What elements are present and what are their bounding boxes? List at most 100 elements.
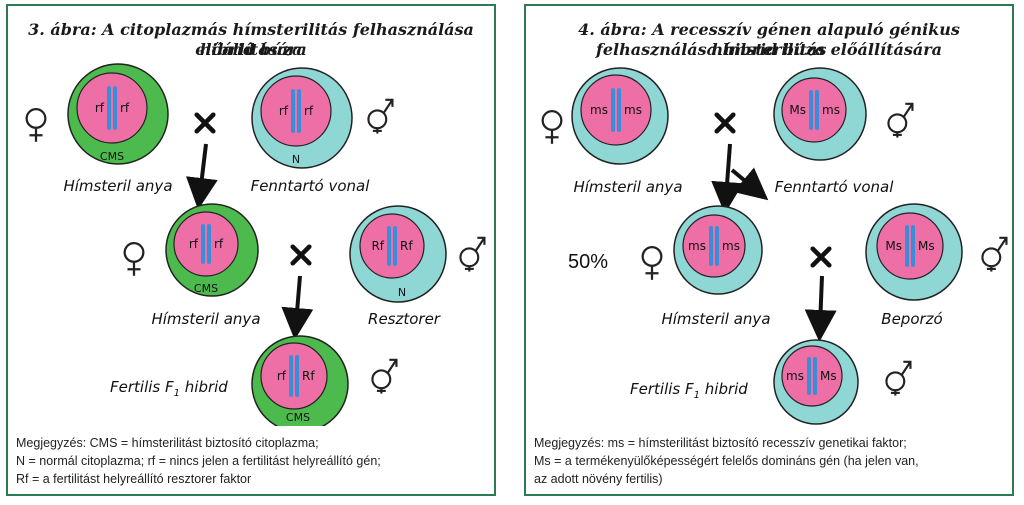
- chromosome: [715, 226, 719, 266]
- label-mother2: Hímsteril anya: [661, 310, 770, 328]
- gene-left: ms: [786, 369, 804, 383]
- nucleus: [260, 342, 328, 410]
- cross-icon: [197, 115, 214, 132]
- ring-label: CMS: [100, 150, 124, 163]
- nucleus: [359, 213, 425, 279]
- chromosome: [815, 90, 819, 130]
- arrow: [804, 275, 837, 342]
- label-restorer: Resztorer: [368, 310, 441, 328]
- figure-3-panel: 3. ábra: A citoplazmás hímsterilitás fel…: [6, 4, 496, 496]
- nucleus: [682, 214, 746, 278]
- nucleus: [173, 211, 239, 277]
- nucleus: [260, 75, 332, 147]
- note-line: N = normál citoplazma; rf = nincs jelen …: [16, 454, 381, 468]
- chromosome: [295, 355, 299, 397]
- cell-restorer-n: Rf Rf N: [349, 205, 447, 303]
- male-symbol-icon: [981, 236, 1008, 272]
- cross-icon: [717, 115, 734, 132]
- chromosome: [113, 86, 117, 130]
- cell-pollinator: Ms Ms: [865, 203, 963, 301]
- chromosome: [617, 88, 621, 132]
- note-line: Megjegyzés: CMS = hímsterilitást biztosí…: [16, 436, 319, 450]
- chromosome: [611, 88, 615, 132]
- gene-right: ms: [822, 103, 840, 117]
- arrow: [281, 275, 314, 340]
- chromosome: [289, 355, 293, 397]
- female-symbol-icon: [123, 241, 145, 277]
- male-symbol-icon: [887, 102, 914, 138]
- gene-right: rf: [304, 104, 314, 118]
- label-maintainer: Fenntartó vonal: [251, 177, 371, 195]
- label-maintainer: Fenntartó vonal: [775, 178, 895, 196]
- gene-right: Ms: [918, 239, 935, 253]
- gene-left: rf: [277, 369, 287, 383]
- gene-right: rf: [120, 101, 130, 115]
- gene-left: rf: [279, 104, 289, 118]
- gene-left: rf: [189, 237, 199, 251]
- note-line: Megjegyzés: ms = hímsterilitást biztosít…: [534, 436, 907, 450]
- gene-left: ms: [590, 103, 608, 117]
- cell-mother-cms: rf rf CMS: [67, 63, 169, 165]
- chromosome: [387, 226, 391, 266]
- chromosome: [809, 90, 813, 130]
- figure-4-diagram: ms ms Hímsteril anya Ms ms Fenntartó von…: [541, 67, 1008, 425]
- figure-3-title-line2: előállítására: [195, 40, 307, 59]
- figure-4-title-line2: felhasználása hibrid búza előállítására: [595, 40, 943, 59]
- figure-3-title-line1: 3. ábra: A citoplazmás hímsterilitás fel…: [28, 20, 474, 59]
- gene-right: Rf: [302, 369, 315, 383]
- note-line: az adott növény fertilis): [534, 472, 663, 486]
- chromosome: [291, 89, 295, 133]
- chromosome: [911, 225, 915, 267]
- chromosome: [905, 225, 909, 267]
- nucleus: [781, 77, 847, 143]
- female-symbol-icon: [541, 109, 563, 145]
- nucleus: [781, 345, 843, 407]
- arrow: [730, 167, 769, 201]
- cell-mother2-cms: rf rf CMS: [165, 203, 259, 297]
- cross-icon: [813, 249, 830, 266]
- figure-4-panel: 4. ábra: A recesszív génen alapuló génik…: [524, 4, 1014, 496]
- label-hybrid: Fertilis F1 hibrid: [110, 378, 228, 399]
- chromosome: [393, 226, 397, 266]
- chromosome: [207, 224, 211, 264]
- label-mother: Hímsteril anya: [63, 177, 172, 195]
- male-symbol-icon: [885, 360, 912, 396]
- gene-left: ms: [688, 239, 706, 253]
- male-symbol-icon: [367, 98, 394, 134]
- gene-left: Rf: [371, 239, 384, 253]
- male-symbol-icon: [371, 358, 398, 394]
- ring-label: CMS: [286, 411, 310, 424]
- ring-label: CMS: [194, 282, 218, 295]
- ring-label: N: [292, 153, 300, 166]
- gene-left: Ms: [789, 103, 806, 117]
- cell-maintainer-n: rf rf N: [251, 67, 353, 169]
- gene-left: rf: [95, 101, 105, 115]
- arrow: [186, 143, 218, 210]
- cell-hybrid: ms Ms: [773, 339, 859, 425]
- cell-mother: ms ms: [571, 67, 669, 165]
- chromosome: [709, 226, 713, 266]
- cell-hybrid-cms: rf Rf CMS: [251, 335, 349, 426]
- female-symbol-icon: [641, 245, 663, 281]
- nucleus: [876, 212, 944, 280]
- note-line: Rf = a fertilitást helyreállító resztore…: [16, 472, 252, 486]
- chromosome: [813, 357, 817, 395]
- label-mother2: Hímsteril anya: [151, 310, 260, 328]
- cell-maintainer: Ms ms: [773, 67, 867, 161]
- gene-right: rf: [214, 237, 224, 251]
- chromosome: [807, 357, 811, 395]
- gene-right: Ms: [820, 369, 837, 383]
- gene-right: ms: [624, 103, 642, 117]
- cross-icon: [293, 247, 310, 264]
- chromosome: [201, 224, 205, 264]
- nucleus: [76, 72, 148, 144]
- gene-right: Rf: [400, 239, 413, 253]
- figure-3-note: Megjegyzés: CMS = hímsterilitást biztosí…: [16, 434, 486, 488]
- cell-mother2: ms ms: [673, 205, 763, 295]
- chromosome: [297, 89, 301, 133]
- label-mother: Hímsteril anya: [573, 178, 682, 196]
- gene-right: ms: [722, 239, 740, 253]
- note-line: Ms = a termékenyülőképességért felelős d…: [534, 454, 919, 468]
- nucleus: [580, 74, 652, 146]
- figure-4-note: Megjegyzés: ms = hímsterilitást biztosít…: [534, 434, 1004, 488]
